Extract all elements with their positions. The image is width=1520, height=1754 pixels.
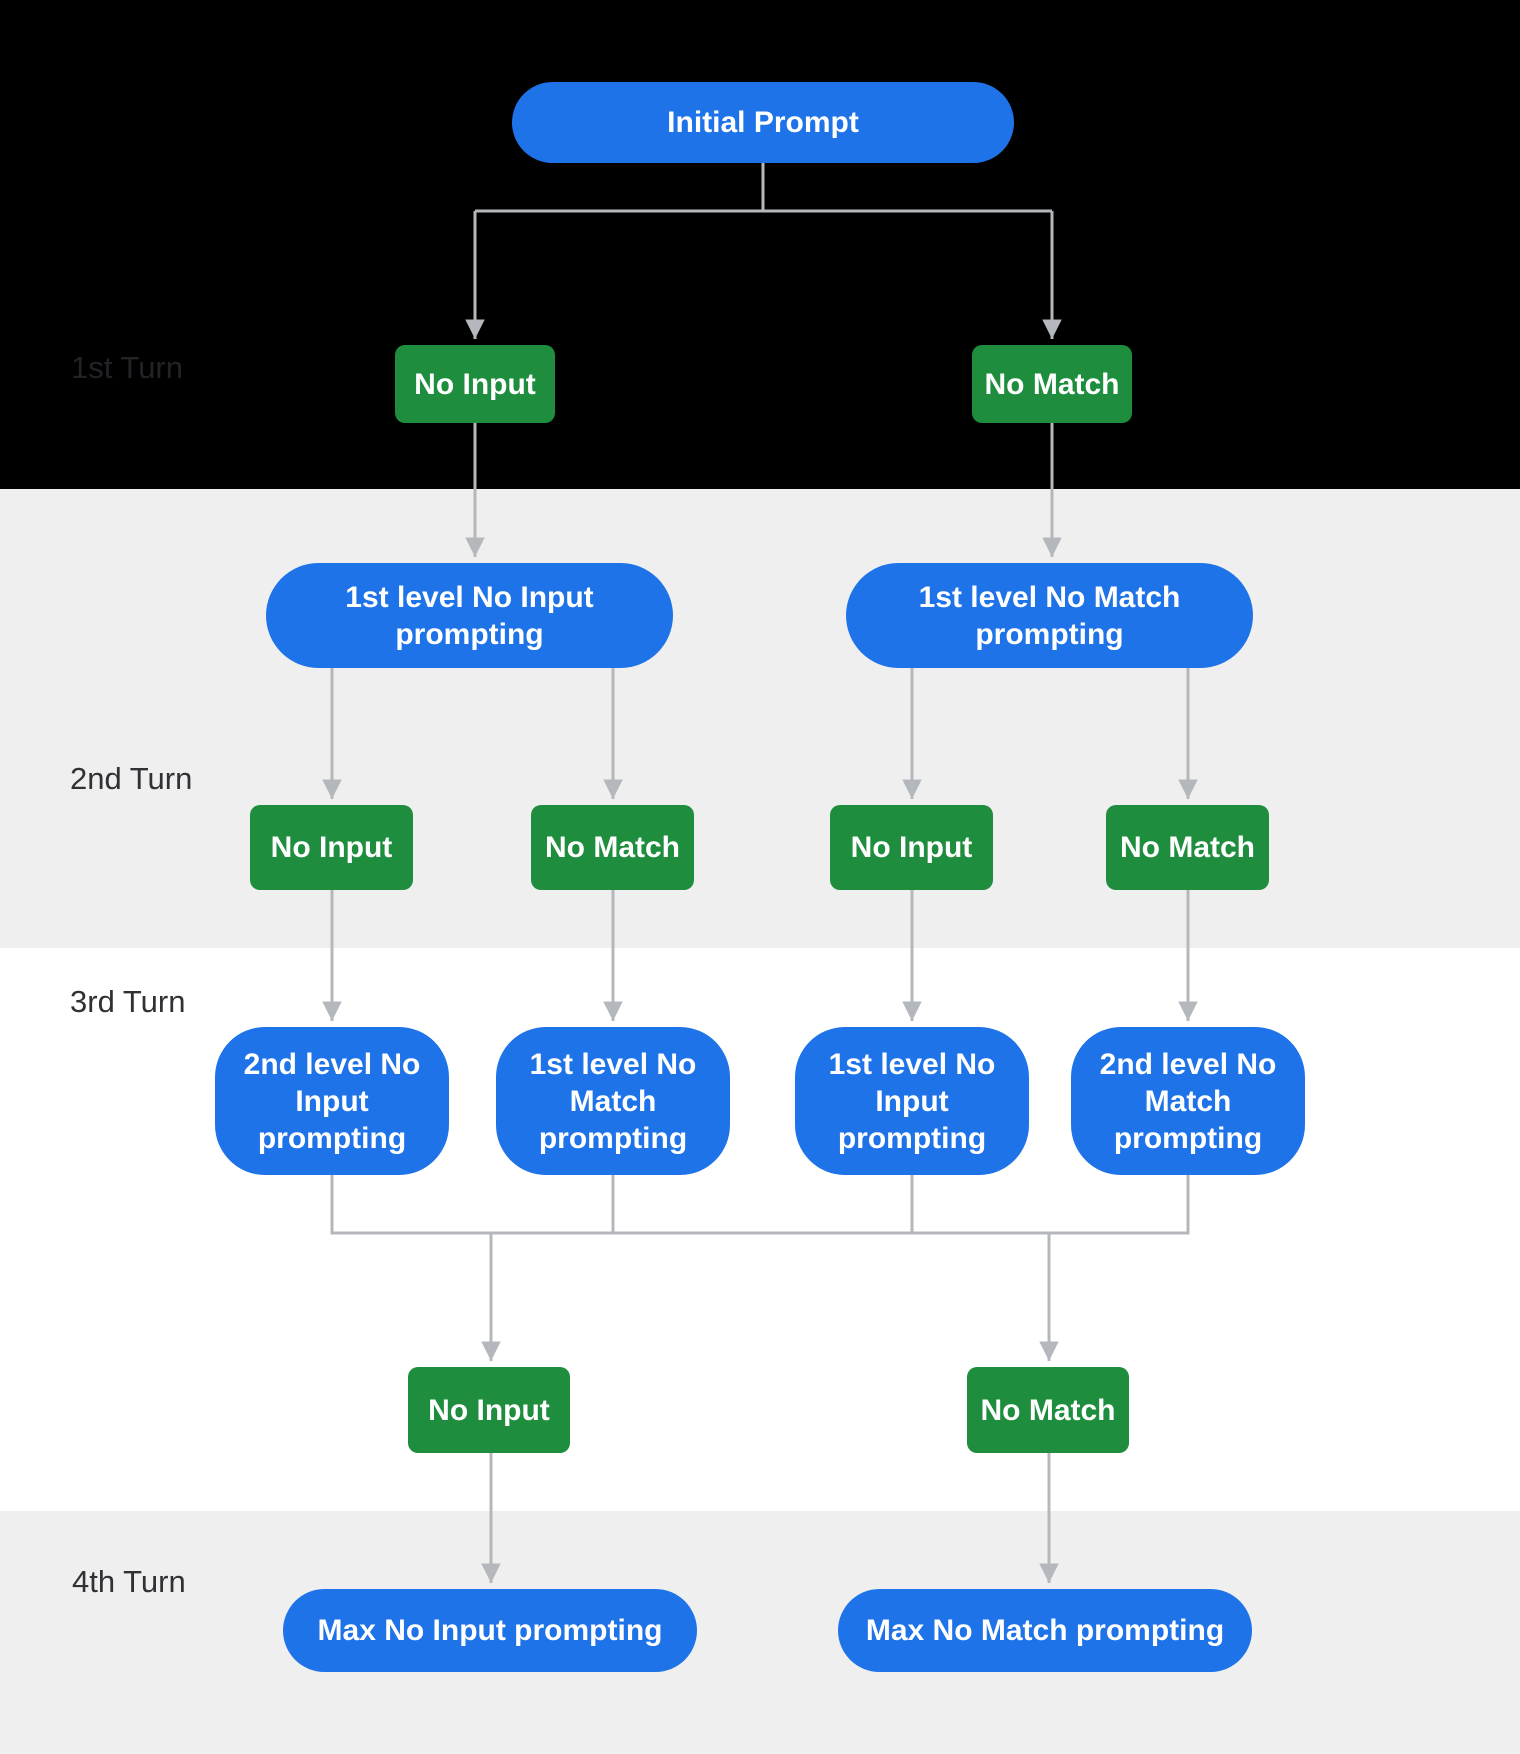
- turn-label-3rd: 3rd Turn: [70, 984, 186, 1019]
- turn-label-4th: 4th Turn: [72, 1564, 186, 1599]
- node-1st-level-no-input-prompting-2: 1st level No Input prompting: [795, 1027, 1029, 1175]
- node-2nd-level-no-match-prompting: 2nd level No Match prompting: [1071, 1027, 1305, 1175]
- node-t3-no-match: No Match: [967, 1367, 1129, 1453]
- node-t3-no-input: No Input: [408, 1367, 570, 1453]
- turn-label-1st: 1st Turn: [71, 350, 183, 385]
- node-1st-level-no-match-prompting-2: 1st level No Match prompting: [496, 1027, 730, 1175]
- node-t2-no-match-b: No Match: [1106, 805, 1269, 890]
- node-max-no-input-prompting: Max No Input prompting: [283, 1589, 697, 1672]
- node-t2-no-input-a: No Input: [250, 805, 413, 890]
- band-1st-turn: [0, 0, 1520, 489]
- node-1st-level-no-match-prompting: 1st level No Match prompting: [846, 563, 1253, 668]
- node-initial-prompt: Initial Prompt: [512, 82, 1014, 163]
- node-1st-level-no-input-prompting: 1st level No Input prompting: [266, 563, 673, 668]
- node-2nd-level-no-input-prompting: 2nd level No Input prompting: [215, 1027, 449, 1175]
- node-max-no-match-prompting: Max No Match prompting: [838, 1589, 1252, 1672]
- node-t2-no-input-b: No Input: [830, 805, 993, 890]
- node-t1-no-input: No Input: [395, 345, 555, 423]
- node-t2-no-match-a: No Match: [531, 805, 694, 890]
- band-4th-turn: [0, 1511, 1520, 1754]
- node-t1-no-match: No Match: [972, 345, 1132, 423]
- turn-label-2nd: 2nd Turn: [70, 761, 193, 796]
